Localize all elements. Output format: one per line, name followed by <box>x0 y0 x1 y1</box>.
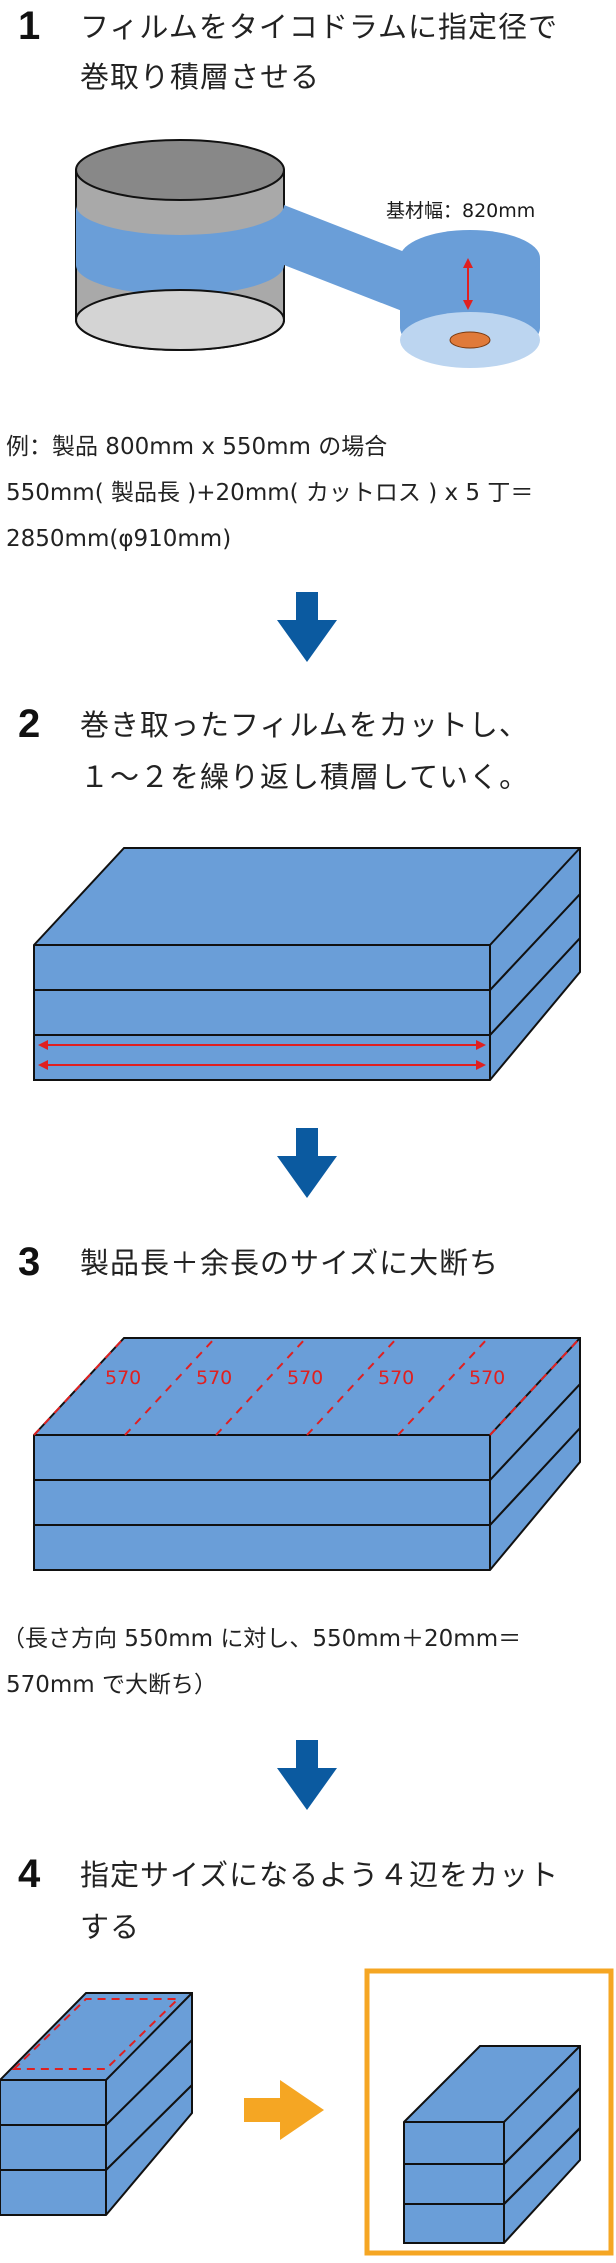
segment-label: 570 <box>378 1367 415 1389</box>
down-arrow-icon <box>277 592 337 662</box>
step-4-title-line1: 指定サイズになるよう４辺をカット <box>80 1858 560 1892</box>
segment-label: 570 <box>105 1367 142 1389</box>
finished-block-highlight <box>364 1968 614 2256</box>
rough-cut-illustration <box>33 1337 581 1571</box>
step-2-title-line2: １～２を繰り返し積層していく。 <box>80 760 530 794</box>
roll-core <box>449 331 491 349</box>
film-width-label: 基材幅：820mm <box>386 200 536 222</box>
step-4-title-line2: する <box>80 1910 141 1944</box>
step-3-note-line2: 570mm で大断ち） <box>6 1672 218 1698</box>
step-1-title-line2: 巻取り積層させる <box>80 60 321 94</box>
film-strip <box>284 205 420 318</box>
stacked-sheets-illustration <box>33 847 581 1081</box>
step-2-title-line1: 巻き取ったフィルムをカットし、 <box>80 708 529 742</box>
step-1-number: 1 <box>18 4 41 48</box>
right-arrow-icon <box>244 2080 324 2140</box>
drum-film-band <box>76 205 284 295</box>
segment-label: 570 <box>469 1367 506 1389</box>
segment-label: 570 <box>196 1367 233 1389</box>
step-1-title-line1: フィルムをタイコドラムに指定径で <box>80 10 558 44</box>
film-roll-top <box>400 230 540 286</box>
down-arrow-icon <box>277 1128 337 1198</box>
step-3-number: 3 <box>18 1240 41 1284</box>
example-line-1: 例：製品 800mm x 550mm の場合 <box>6 434 388 460</box>
trimmed-block-before <box>0 1992 193 2216</box>
drum-top <box>75 139 285 201</box>
example-line-3: 2850mm(φ910mm) <box>6 526 232 552</box>
step-3-note-line1: （長さ方向 550mm に対し、550mm＋20mm＝ <box>2 1626 522 1652</box>
step-2-number: 2 <box>18 702 41 746</box>
drum-bottom <box>75 289 285 351</box>
drum-winding-illustration <box>75 139 540 368</box>
segment-label: 570 <box>287 1367 324 1389</box>
example-line-2: 550mm( 製品長 )+20mm( カットロス ) x 5 丁＝ <box>6 480 534 506</box>
step-3-title: 製品長＋余長のサイズに大断ち <box>80 1246 500 1280</box>
down-arrow-icon <box>277 1740 337 1810</box>
step-4-number: 4 <box>18 1852 41 1896</box>
